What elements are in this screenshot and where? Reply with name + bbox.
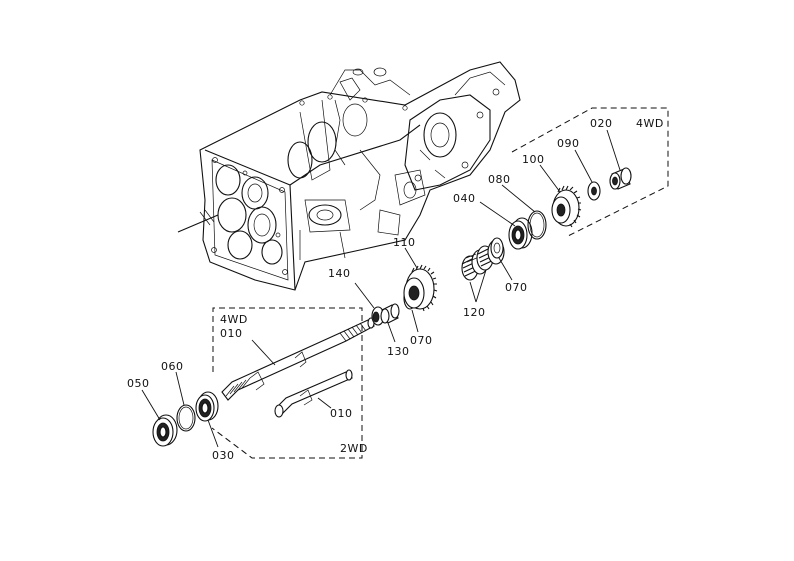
- shaft-4wd: [221, 317, 375, 401]
- callout-130: 130: [387, 345, 410, 358]
- callout-120: 120: [463, 306, 486, 319]
- callout-070-center: 070: [410, 334, 433, 347]
- callout-070-right: 070: [505, 281, 528, 294]
- transmission-housing: [177, 61, 521, 291]
- callout-060: 060: [161, 360, 184, 373]
- shaft-2wd: [274, 369, 353, 418]
- callout-050: 050: [127, 377, 150, 390]
- gear-100: [551, 185, 582, 228]
- bearing-050: [152, 414, 178, 447]
- callout-040: 040: [453, 192, 476, 205]
- group-label-4wd-bottom: 4WD: [220, 313, 248, 326]
- group-box-4wd-2wd-bottom: [211, 307, 363, 459]
- callout-030: 030: [212, 449, 235, 462]
- group-label-4wd-top: 4WD: [636, 117, 664, 130]
- gear-110: [403, 264, 438, 312]
- bearing-030: [195, 391, 219, 422]
- circlip-080: [527, 210, 547, 240]
- callout-010-2wd: 010: [330, 407, 353, 420]
- callout-080: 080: [488, 173, 511, 186]
- washer-090: [587, 181, 601, 201]
- leader-lines: [141, 129, 621, 448]
- callout-140: 140: [328, 267, 351, 280]
- callout-110: 110: [393, 236, 416, 249]
- callout-100: 100: [522, 153, 545, 166]
- collar-020: [609, 167, 632, 190]
- group-label-2wd-bottom: 2WD: [340, 442, 368, 455]
- spacer-130: [380, 303, 400, 324]
- callout-010-4wd: 010: [220, 327, 243, 340]
- circlip-060: [176, 404, 196, 432]
- callout-020: 020: [590, 117, 613, 130]
- bearing-040: [508, 217, 533, 250]
- group-box-4wd-top: [511, 107, 669, 238]
- callout-090: 090: [557, 137, 580, 150]
- thrust-washer-070-right: [490, 237, 504, 259]
